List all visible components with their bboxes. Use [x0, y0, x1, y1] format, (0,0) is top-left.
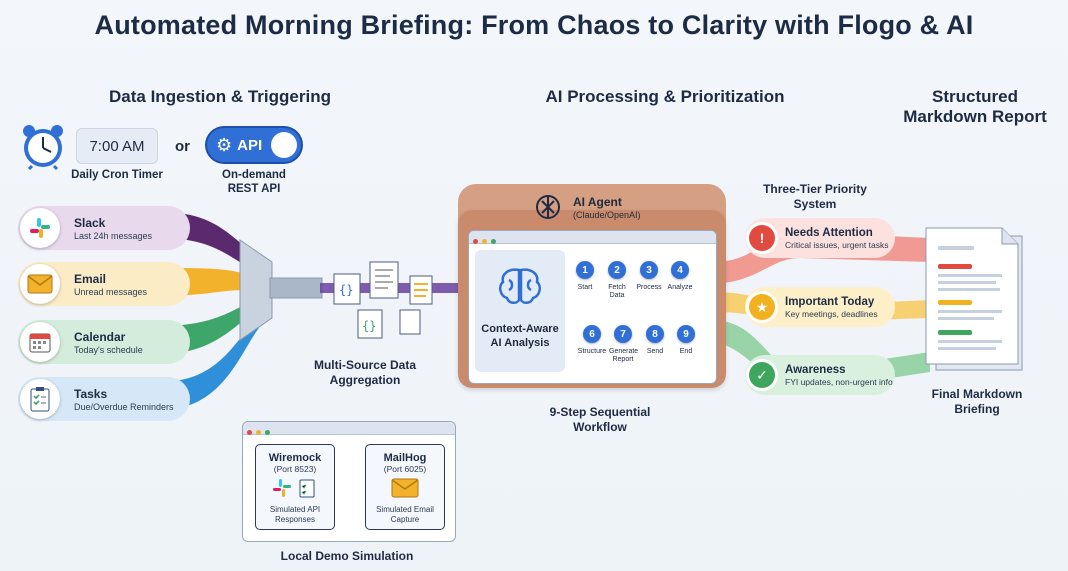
window-titlebar: [469, 231, 716, 244]
tier-sub: Key meetings, deadlines: [785, 308, 878, 319]
step-label: Generate Report: [609, 348, 639, 363]
window-min-dot: [256, 430, 261, 435]
source-name: Calendar: [74, 329, 126, 344]
step-label: Structure: [577, 348, 607, 355]
source-sub: Today's schedule: [74, 344, 143, 355]
step-label: Process: [636, 284, 662, 291]
source-slack: Slack Last 24h messages: [18, 206, 190, 250]
clipboard-icon: [20, 379, 60, 419]
mailhog-card: MailHog (Port 6025) Simulated Email Capt…: [365, 444, 445, 530]
wiremock-port: (Port 8523): [273, 464, 317, 474]
section-title-report: Structured Markdown Report: [903, 87, 1047, 126]
tier-sub: FYI updates, non-urgent info: [785, 376, 893, 387]
source-name: Slack: [74, 215, 106, 230]
api-toggle[interactable]: ⚙ API: [207, 128, 301, 162]
cron-time-display: 7:00 AM: [76, 128, 158, 164]
section-title-processing: AI Processing & Prioritization: [545, 87, 785, 106]
step-label: Start: [577, 284, 593, 291]
tier-important-today: ★ Important Today Key meetings, deadline…: [745, 287, 895, 327]
window-close-dot: [247, 430, 252, 435]
source-calendar: Calendar Today's schedule: [18, 320, 190, 364]
agent-name: AI Agent: [573, 195, 622, 209]
workflow-step-2: 2: [608, 261, 626, 279]
mailhog-sub: Simulated Email Capture: [376, 505, 434, 524]
brain-icon: [497, 266, 543, 311]
svg-text:{}: {}: [339, 283, 353, 297]
report-label: Final Markdown Briefing: [931, 387, 1023, 416]
window-max-dot: [491, 239, 496, 244]
tier-name: Important Today: [785, 295, 875, 308]
workflow-step-9: 9: [677, 325, 695, 343]
context-analysis-label: Context-Aware AI Analysis: [481, 323, 559, 349]
tier-needs-attention: ! Needs Attention Critical issues, urgen…: [745, 218, 895, 258]
tier-name: Needs Attention: [785, 226, 873, 239]
toggle-knob: [271, 132, 297, 158]
window-titlebar: [243, 422, 455, 435]
alarm-clock-icon: [20, 122, 66, 175]
wiremock-name: Wiremock: [268, 452, 322, 464]
markdown-report-icon: [922, 226, 1028, 379]
source-email: Email Unread messages: [18, 262, 190, 306]
star-icon: ★: [749, 294, 775, 320]
svg-text:{}: {}: [362, 319, 376, 333]
envelope-icon: [366, 478, 444, 503]
agent-model: (Claude/OpenAI): [573, 210, 641, 220]
source-sub: Due/Overdue Reminders: [74, 401, 174, 412]
workflow-step-3: 3: [640, 261, 658, 279]
step-label: Analyze: [667, 284, 693, 291]
mailhog-name: MailHog: [383, 452, 427, 464]
step-label: Send: [646, 348, 664, 355]
demo-label: Local Demo Simulation: [280, 549, 414, 563]
workflow-step-7: 7: [614, 325, 632, 343]
mailhog-port: (Port 6025): [383, 464, 427, 474]
step-label: Fetch Data: [608, 284, 626, 299]
checkmark-icon: ✓: [749, 362, 775, 388]
alert-icon: !: [749, 225, 775, 251]
openai-logo-icon: [533, 192, 563, 227]
api-toggle-label: API: [237, 136, 263, 154]
slack-tasks-icons: [256, 478, 334, 503]
demo-window: Wiremock (Port 8523) Simulated API Respo…: [242, 421, 456, 542]
calendar-icon: [20, 322, 60, 362]
workflow-step-8: 8: [646, 325, 664, 343]
workflow-step-1: 1: [576, 261, 594, 279]
tier-sub: Critical issues, urgent tasks: [785, 239, 889, 250]
wiremock-sub: Simulated API Responses: [269, 505, 321, 524]
aggregation-label: Multi-Source Data Aggregation: [313, 358, 416, 387]
tier-name: Awareness: [785, 363, 846, 376]
source-tasks: Tasks Due/Overdue Reminders: [18, 377, 190, 421]
data-documents-icon: {} {}: [328, 260, 438, 345]
window-close-dot: [473, 239, 478, 244]
gear-icon: ⚙: [216, 134, 233, 155]
cron-timer-label: Daily Cron Timer: [71, 169, 163, 181]
priority-title: Three-Tier Priority System: [763, 182, 867, 211]
source-name: Tasks: [74, 386, 108, 401]
source-sub: Last 24h messages: [74, 230, 153, 241]
window-max-dot: [265, 430, 270, 435]
step-label: End: [679, 348, 693, 355]
api-label: On-demand REST API: [222, 169, 286, 195]
wiremock-card: Wiremock (Port 8523) Simulated API Respo…: [255, 444, 335, 530]
workflow-step-4: 4: [671, 261, 689, 279]
slack-icon: [20, 208, 60, 248]
tier-awareness: ✓ Awareness FYI updates, non-urgent info: [745, 355, 895, 395]
source-sub: Unread messages: [74, 286, 148, 297]
envelope-icon: [20, 264, 60, 304]
workflow-step-6: 6: [583, 325, 601, 343]
source-name: Email: [74, 271, 107, 286]
section-title-ingestion: Data Ingestion & Triggering: [109, 87, 331, 106]
page-title: Automated Morning Briefing: From Chaos t…: [94, 10, 974, 40]
workflow-label: 9-Step Sequential Workflow: [549, 405, 651, 434]
window-min-dot: [482, 239, 487, 244]
or-label: or: [175, 138, 190, 155]
